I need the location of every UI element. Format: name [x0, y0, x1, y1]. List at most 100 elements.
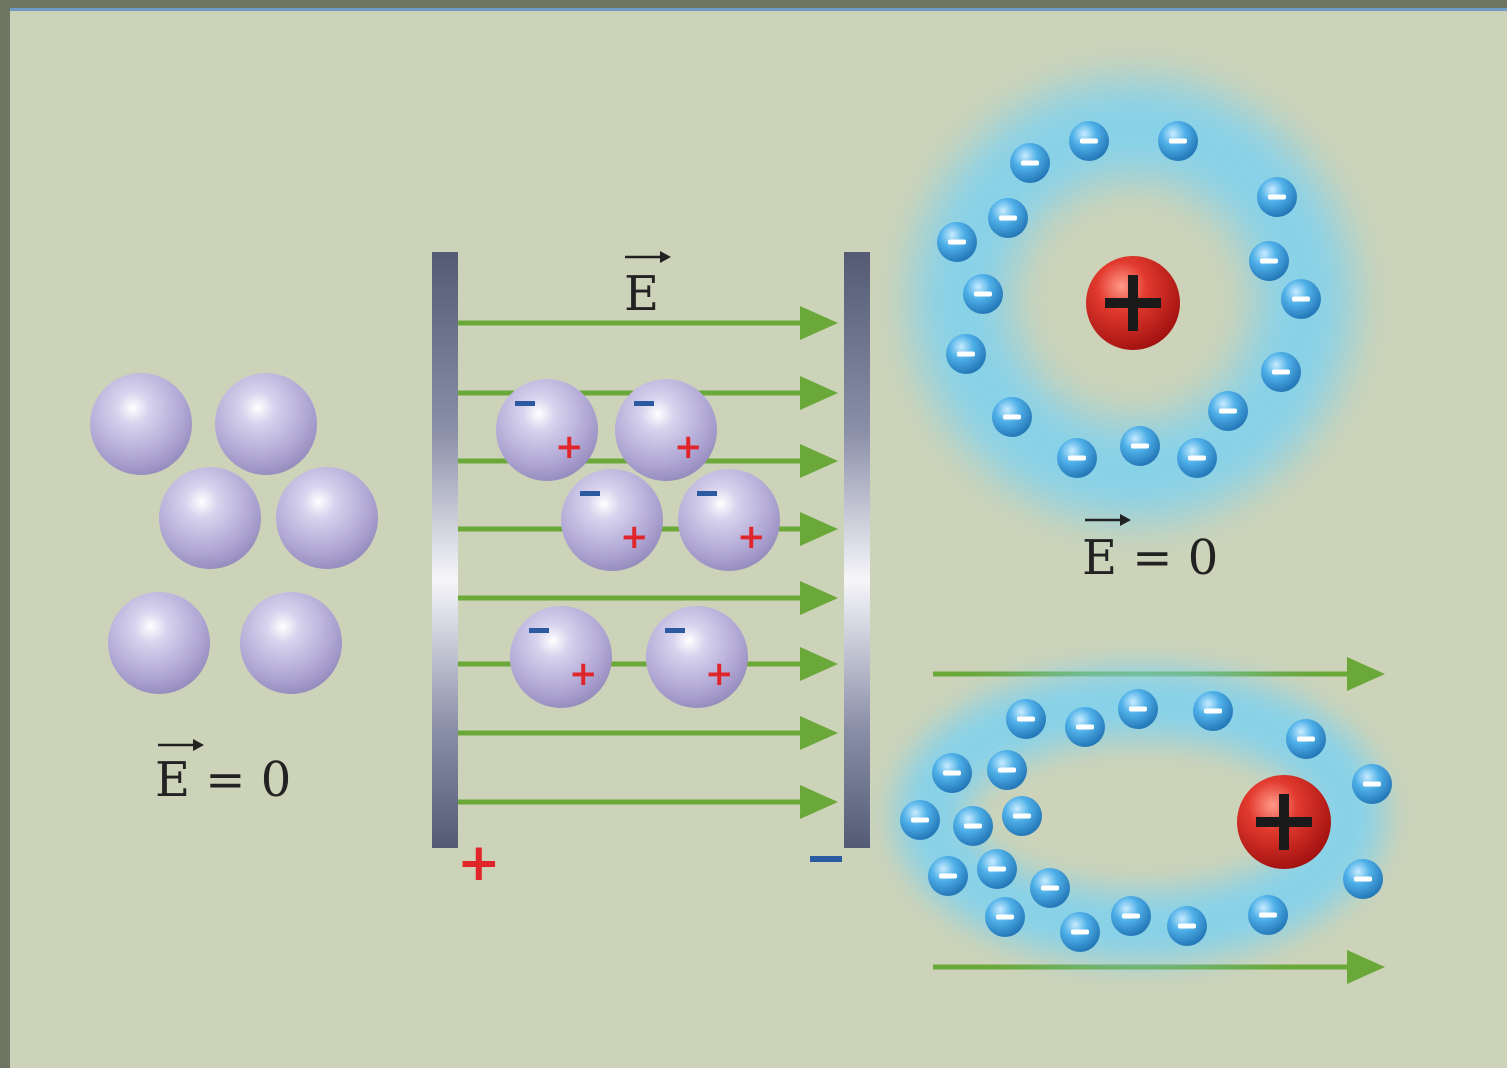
minus-mark: [1188, 456, 1206, 461]
minus-mark: [974, 292, 992, 297]
negative-charge: [529, 628, 549, 633]
minus-mark: [1021, 161, 1039, 166]
minus-mark: [1068, 456, 1086, 461]
electron: [1208, 391, 1248, 431]
electron: [1065, 707, 1105, 747]
top-edge-line: [10, 8, 1507, 11]
right-plate: [844, 252, 870, 848]
negative-charge: [697, 491, 717, 496]
minus-mark: [1259, 913, 1277, 918]
minus-mark: [1219, 409, 1237, 414]
minus-mark: [999, 216, 1017, 221]
electron: [1248, 895, 1288, 935]
plus-vertical: [1279, 794, 1289, 850]
electron: [1002, 796, 1042, 836]
left-plate-plus-sign: +: [457, 833, 501, 893]
minus-mark: [1080, 139, 1098, 144]
minus-mark: [1354, 877, 1372, 882]
electron: [1177, 438, 1217, 478]
electron: [1069, 121, 1109, 161]
minus-mark: [943, 771, 961, 776]
minus-mark: [1122, 914, 1140, 919]
minus-mark: [1131, 444, 1149, 449]
minus-mark: [998, 768, 1016, 773]
minus-mark: [948, 240, 966, 245]
field-zero-text: E = 0: [155, 752, 291, 808]
electron: [963, 274, 1003, 314]
minus-mark: [1003, 415, 1021, 420]
minus-mark: [1041, 886, 1059, 891]
electron: [1193, 691, 1233, 731]
positive-charge: +: [737, 517, 766, 557]
nucleus: [1086, 256, 1180, 350]
electron: [932, 753, 972, 793]
negative-charge: [665, 628, 685, 633]
electron: [985, 897, 1025, 937]
molecule: [108, 592, 210, 694]
minus-mark: [996, 915, 1014, 920]
electron: [946, 334, 986, 374]
electron: [1343, 859, 1383, 899]
electron: [1006, 699, 1046, 739]
minus-mark: [1169, 139, 1187, 144]
molecule: [276, 467, 378, 569]
electron: [937, 222, 977, 262]
polarized-molecule: +: [678, 469, 780, 571]
positive-charge: +: [555, 427, 584, 467]
positive-charge: +: [705, 654, 734, 694]
minus-mark: [1272, 370, 1290, 375]
field-zero-text: E = 0: [1082, 530, 1218, 586]
polarized-molecule: +: [496, 379, 598, 481]
minus-mark: [1017, 717, 1035, 722]
electron: [1010, 143, 1050, 183]
minus-mark: [1129, 707, 1147, 712]
positive-charge: +: [569, 654, 598, 694]
electron: [1167, 906, 1207, 946]
minus-mark: [911, 818, 929, 823]
minus-mark: [939, 874, 957, 879]
electron: [1030, 868, 1070, 908]
minus-mark: [1297, 737, 1315, 742]
electron: [928, 856, 968, 896]
electron: [992, 397, 1032, 437]
electron: [1286, 719, 1326, 759]
electron: [1057, 438, 1097, 478]
electron: [988, 198, 1028, 238]
minus-mark: [964, 824, 982, 829]
left-plate: [432, 252, 458, 848]
electron: [987, 750, 1027, 790]
minus-mark: [1363, 782, 1381, 787]
electron: [1257, 177, 1297, 217]
electron: [1060, 912, 1100, 952]
minus-mark: [1204, 709, 1222, 714]
electron: [1352, 764, 1392, 804]
negative-charge: [634, 401, 654, 406]
polarized-molecule: +: [510, 606, 612, 708]
electron: [1249, 241, 1289, 281]
field-symbol-text: E: [624, 266, 659, 322]
minus-mark: [1178, 924, 1196, 929]
minus-mark: [1076, 725, 1094, 730]
right-plate-minus-sign: [810, 856, 842, 862]
molecule: [240, 592, 342, 694]
molecule: [90, 373, 192, 475]
molecule: [215, 373, 317, 475]
electron: [1120, 426, 1160, 466]
negative-charge: [580, 491, 600, 496]
electron: [900, 800, 940, 840]
minus-mark: [1071, 930, 1089, 935]
positive-charge: +: [674, 427, 703, 467]
nucleus: [1237, 775, 1331, 869]
polarized-molecule: +: [615, 379, 717, 481]
plus-vertical: [1128, 275, 1138, 331]
electron: [1111, 896, 1151, 936]
minus-mark: [1260, 259, 1278, 264]
electron: [1158, 121, 1198, 161]
electron: [1118, 689, 1158, 729]
minus-mark: [1013, 814, 1031, 819]
electron: [1281, 279, 1321, 319]
polarized-molecule: +: [646, 606, 748, 708]
positive-charge: +: [620, 517, 649, 557]
electron: [1261, 352, 1301, 392]
